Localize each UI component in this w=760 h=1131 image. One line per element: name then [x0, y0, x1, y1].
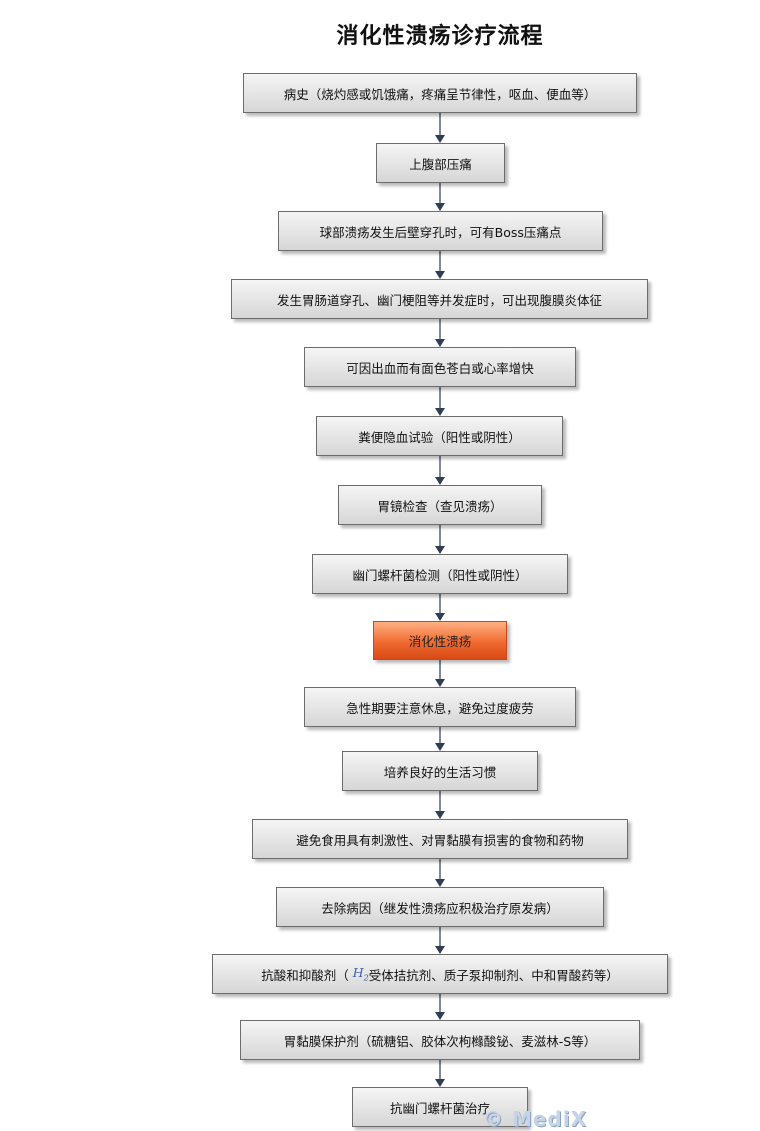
- step-history: 病史（烧灼感或饥饿痛，疼痛呈节律性，呕血、便血等）: [243, 73, 637, 113]
- step-peritonitis-signs: 发生胃肠道穿孔、幽门梗阻等并发症时，可出现腹膜炎体征: [231, 279, 648, 319]
- step-hp-eradication: 抗幽门螺杆菌治疗: [352, 1087, 528, 1127]
- step-bleeding-signs: 可因出血而有面色苍白或心率增快: [304, 347, 576, 387]
- step-rest: 急性期要注意休息，避免过度疲劳: [304, 687, 576, 727]
- step-mucosal-protectant: 胃黏膜保护剂（硫糖铝、胶体次枸橼酸铋、麦滋林-S等）: [240, 1020, 640, 1060]
- step-lifestyle: 培养良好的生活习惯: [342, 751, 538, 791]
- step-gastroscopy: 胃镜检查（查见溃疡）: [338, 485, 542, 525]
- step-avoid-irritants: 避免食用具有刺激性、对胃黏膜有损害的食物和药物: [252, 819, 628, 859]
- step-boss-point: 球部溃疡发生后壁穿孔时，可有Boss压痛点: [278, 211, 603, 251]
- step-hp-test: 幽门螺杆菌检测（阳性或阴性）: [312, 554, 568, 594]
- step-remove-cause: 去除病因（继发性溃疡应积极治疗原发病）: [276, 887, 604, 927]
- watermark: © MediX: [483, 1107, 588, 1131]
- step-diagnosis-peptic-ulcer: 消化性溃疡: [373, 621, 507, 660]
- h2-symbol: H2: [352, 965, 369, 983]
- step-occult-blood-test: 粪便隐血试验（阳性或阴性）: [316, 416, 563, 456]
- diagram-title: 消化性溃疡诊疗流程: [336, 24, 544, 49]
- step-epigastric-tenderness: 上腹部压痛: [376, 143, 505, 183]
